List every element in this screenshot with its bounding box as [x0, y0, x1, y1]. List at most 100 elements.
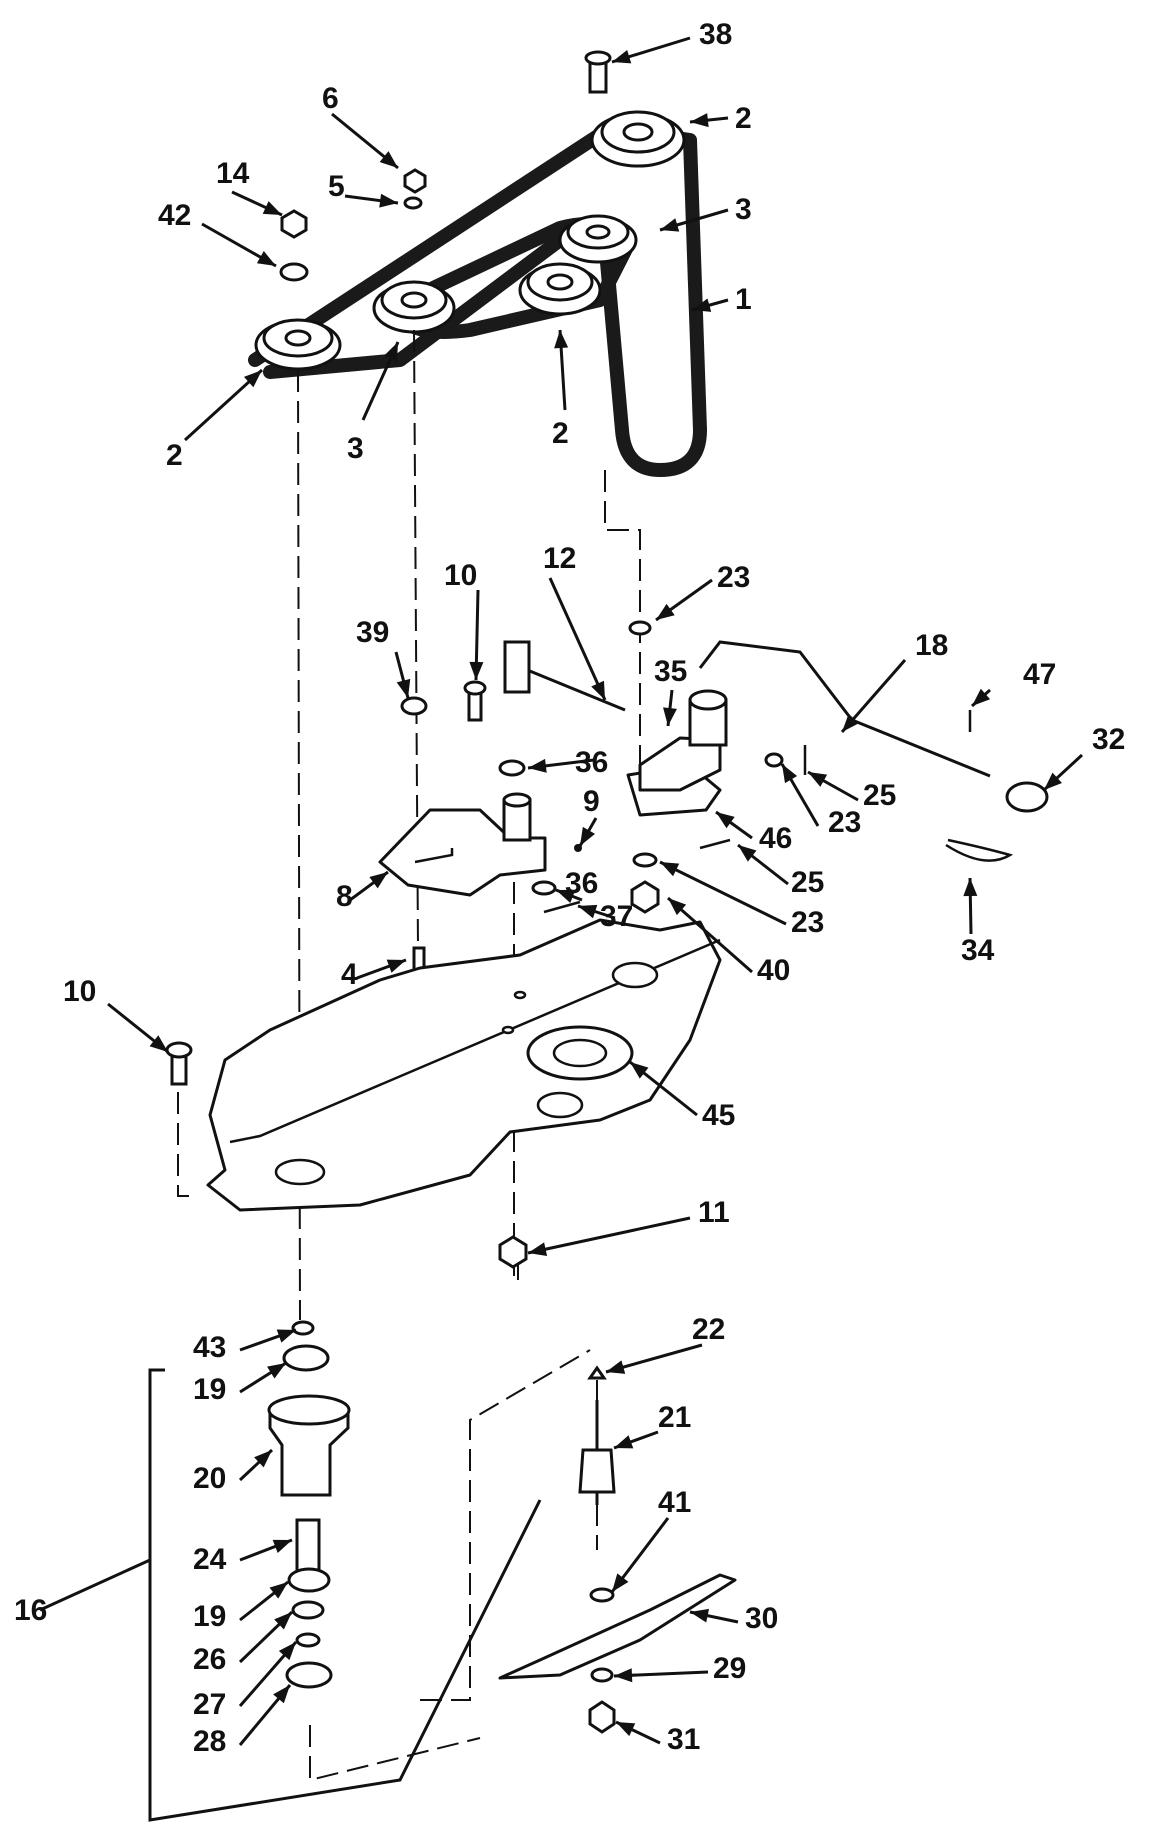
leader-arrow-line — [548, 577, 607, 701]
spindle-hole-left — [274, 1158, 326, 1186]
leader-arrowhead — [273, 1685, 290, 1704]
callout-37: 37 — [600, 900, 633, 933]
leader-arrowhead — [379, 193, 398, 208]
callout-35: 35 — [654, 655, 687, 688]
leader-arrowhead — [384, 342, 398, 362]
spindle-hole-bottom — [536, 1091, 584, 1119]
leader-arrowhead — [528, 1242, 548, 1257]
callout-36: 36 — [575, 746, 608, 779]
key-22-shape — [587, 1365, 607, 1380]
leader-arrow-line — [527, 1216, 691, 1255]
callout-21: 21 — [658, 1401, 691, 1434]
pulley-center — [518, 262, 602, 316]
washer-36-lower-shape — [531, 880, 557, 896]
callout-43: 43 — [193, 1331, 226, 1364]
pin-37-shape — [543, 900, 581, 914]
callout-18: 18 — [915, 629, 948, 662]
callout-27: 27 — [193, 1688, 226, 1721]
long-belt — [248, 121, 707, 477]
leader-arrowhead — [614, 1668, 633, 1683]
hairpin-34-shape — [945, 838, 1014, 862]
spindle-assembly-bracket — [148, 1368, 542, 1822]
leader-arrowhead — [808, 772, 828, 787]
washer-42-shape — [279, 262, 309, 282]
callout-42: 42 — [158, 199, 191, 232]
callout-39: 39 — [356, 616, 389, 649]
leader-arrowhead — [660, 218, 680, 232]
leader-arrowhead — [591, 680, 605, 700]
callout-12: 12 — [543, 542, 576, 575]
leader-arrowhead — [630, 1062, 649, 1079]
leader-arrowhead — [1044, 772, 1062, 790]
rod-12-shape — [519, 665, 626, 712]
callout-2: 2 — [552, 417, 569, 450]
nut-40-shape — [630, 880, 660, 914]
nut-6-shape — [403, 168, 427, 194]
pulley-idler-right — [558, 214, 638, 264]
callout-10: 10 — [444, 559, 477, 592]
callout-30: 30 — [745, 1602, 778, 1635]
callout-3: 3 — [735, 193, 752, 226]
callout-32: 32 — [1092, 723, 1125, 756]
leader-arrowhead — [612, 1573, 629, 1592]
callout-23: 23 — [717, 561, 750, 594]
leader-arrowhead — [842, 713, 860, 732]
callout-25: 25 — [863, 779, 896, 812]
leader-arrowhead — [396, 678, 411, 698]
callout-23: 23 — [828, 806, 861, 839]
callout-19: 19 — [193, 1373, 226, 1406]
washer-43-shape — [291, 1320, 315, 1336]
top-hardware — [279, 50, 612, 282]
leader-arrowhead — [243, 370, 262, 388]
leader-arrowhead — [668, 898, 687, 916]
axis-return-2 — [420, 1349, 591, 1701]
leader-arrowhead — [469, 661, 484, 680]
callout-3: 3 — [347, 432, 364, 465]
spindle-hole-right — [611, 961, 659, 989]
axis-right — [604, 470, 641, 780]
washer-5-shape — [403, 196, 423, 210]
bearing-19-upper-shape — [282, 1344, 330, 1372]
callout-4: 4 — [341, 958, 358, 991]
rod-18-shape — [698, 640, 991, 778]
callout-19: 19 — [193, 1600, 226, 1633]
washer-41-shape — [589, 1587, 615, 1603]
deck-plate — [165, 918, 722, 1269]
leader-arrowhead — [716, 812, 735, 829]
callout-20: 20 — [193, 1462, 226, 1495]
callout-22: 22 — [692, 1313, 725, 1346]
callout-46: 46 — [759, 822, 792, 855]
seal-26-shape — [291, 1600, 325, 1620]
callout-14: 14 — [216, 157, 250, 190]
callout-45: 45 — [702, 1099, 735, 1132]
leader-arrow-line — [659, 860, 787, 926]
callout-31: 31 — [667, 1723, 700, 1756]
leader-arrowhead — [738, 845, 757, 862]
nut-31-shape — [588, 1700, 616, 1734]
leader-arrowhead — [256, 251, 276, 266]
pulley-idler-middle — [372, 280, 456, 334]
leader-arrow-line — [667, 896, 753, 974]
leader-arrowhead — [254, 1450, 272, 1468]
belt-drive-assembly — [248, 110, 707, 477]
leader-arrowhead — [580, 826, 596, 846]
pivot-arm-assembly — [626, 620, 807, 914]
leader-arrowhead — [656, 603, 675, 620]
washer-23-side-shape — [764, 752, 784, 768]
callout-9: 9 — [583, 785, 600, 818]
callout-1: 1 — [735, 283, 752, 316]
callout-2: 2 — [735, 102, 752, 135]
callout-2: 2 — [166, 439, 183, 472]
washer-36-upper-shape — [498, 759, 526, 777]
leader-arrowhead — [612, 50, 632, 64]
leader-arrowhead — [276, 1329, 296, 1343]
leader-arrowhead — [267, 1363, 286, 1379]
leader-arrowhead — [379, 151, 398, 168]
callout-40: 40 — [757, 954, 790, 987]
leader-arrowhead — [690, 1608, 710, 1623]
pulley-top-right — [590, 110, 686, 168]
arm-35 — [638, 736, 722, 792]
callout-26: 26 — [193, 1643, 226, 1676]
